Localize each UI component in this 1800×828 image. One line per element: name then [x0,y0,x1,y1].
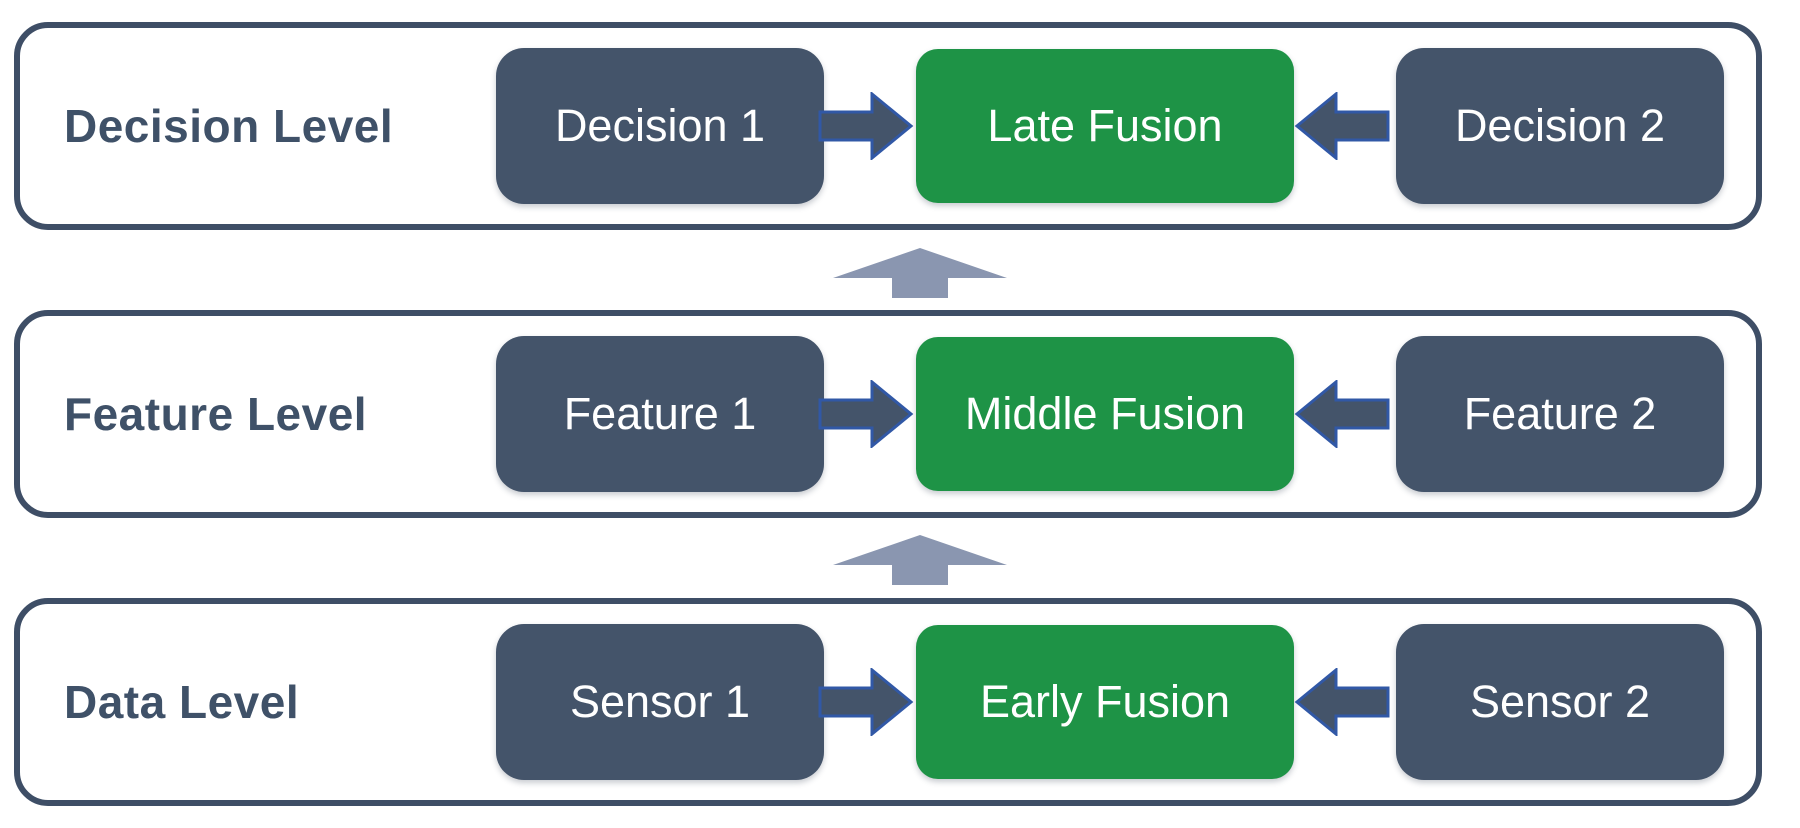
node-decision-1: Decision 1 [496,48,824,204]
arrow-right-icon [818,380,914,448]
node-middle-fusion: Middle Fusion [916,337,1294,491]
arrow-left-icon [1294,92,1390,160]
level-container-decision: Decision Level Decision 1 Late Fusion De… [14,22,1762,230]
node-sensor-1: Sensor 1 [496,624,824,780]
node-late-fusion: Late Fusion [916,49,1294,203]
level-container-data: Data Level Sensor 1 Early Fusion Sensor … [14,598,1762,806]
level-label-feature: Feature Level [64,388,368,440]
node-early-fusion: Early Fusion [916,625,1294,779]
level-container-feature: Feature Level Feature 1 Middle Fusion Fe… [14,310,1762,518]
level-label-decision: Decision Level [64,100,394,152]
arrow-up-icon [833,535,1007,585]
node-decision-2: Decision 2 [1396,48,1724,204]
node-feature-1: Feature 1 [496,336,824,492]
arrow-right-icon [818,92,914,160]
arrow-right-icon [818,668,914,736]
arrow-left-icon [1294,380,1390,448]
node-sensor-2: Sensor 2 [1396,624,1724,780]
level-label-data: Data Level [64,676,300,728]
node-feature-2: Feature 2 [1396,336,1724,492]
arrow-left-icon [1294,668,1390,736]
arrow-up-icon [833,248,1007,298]
